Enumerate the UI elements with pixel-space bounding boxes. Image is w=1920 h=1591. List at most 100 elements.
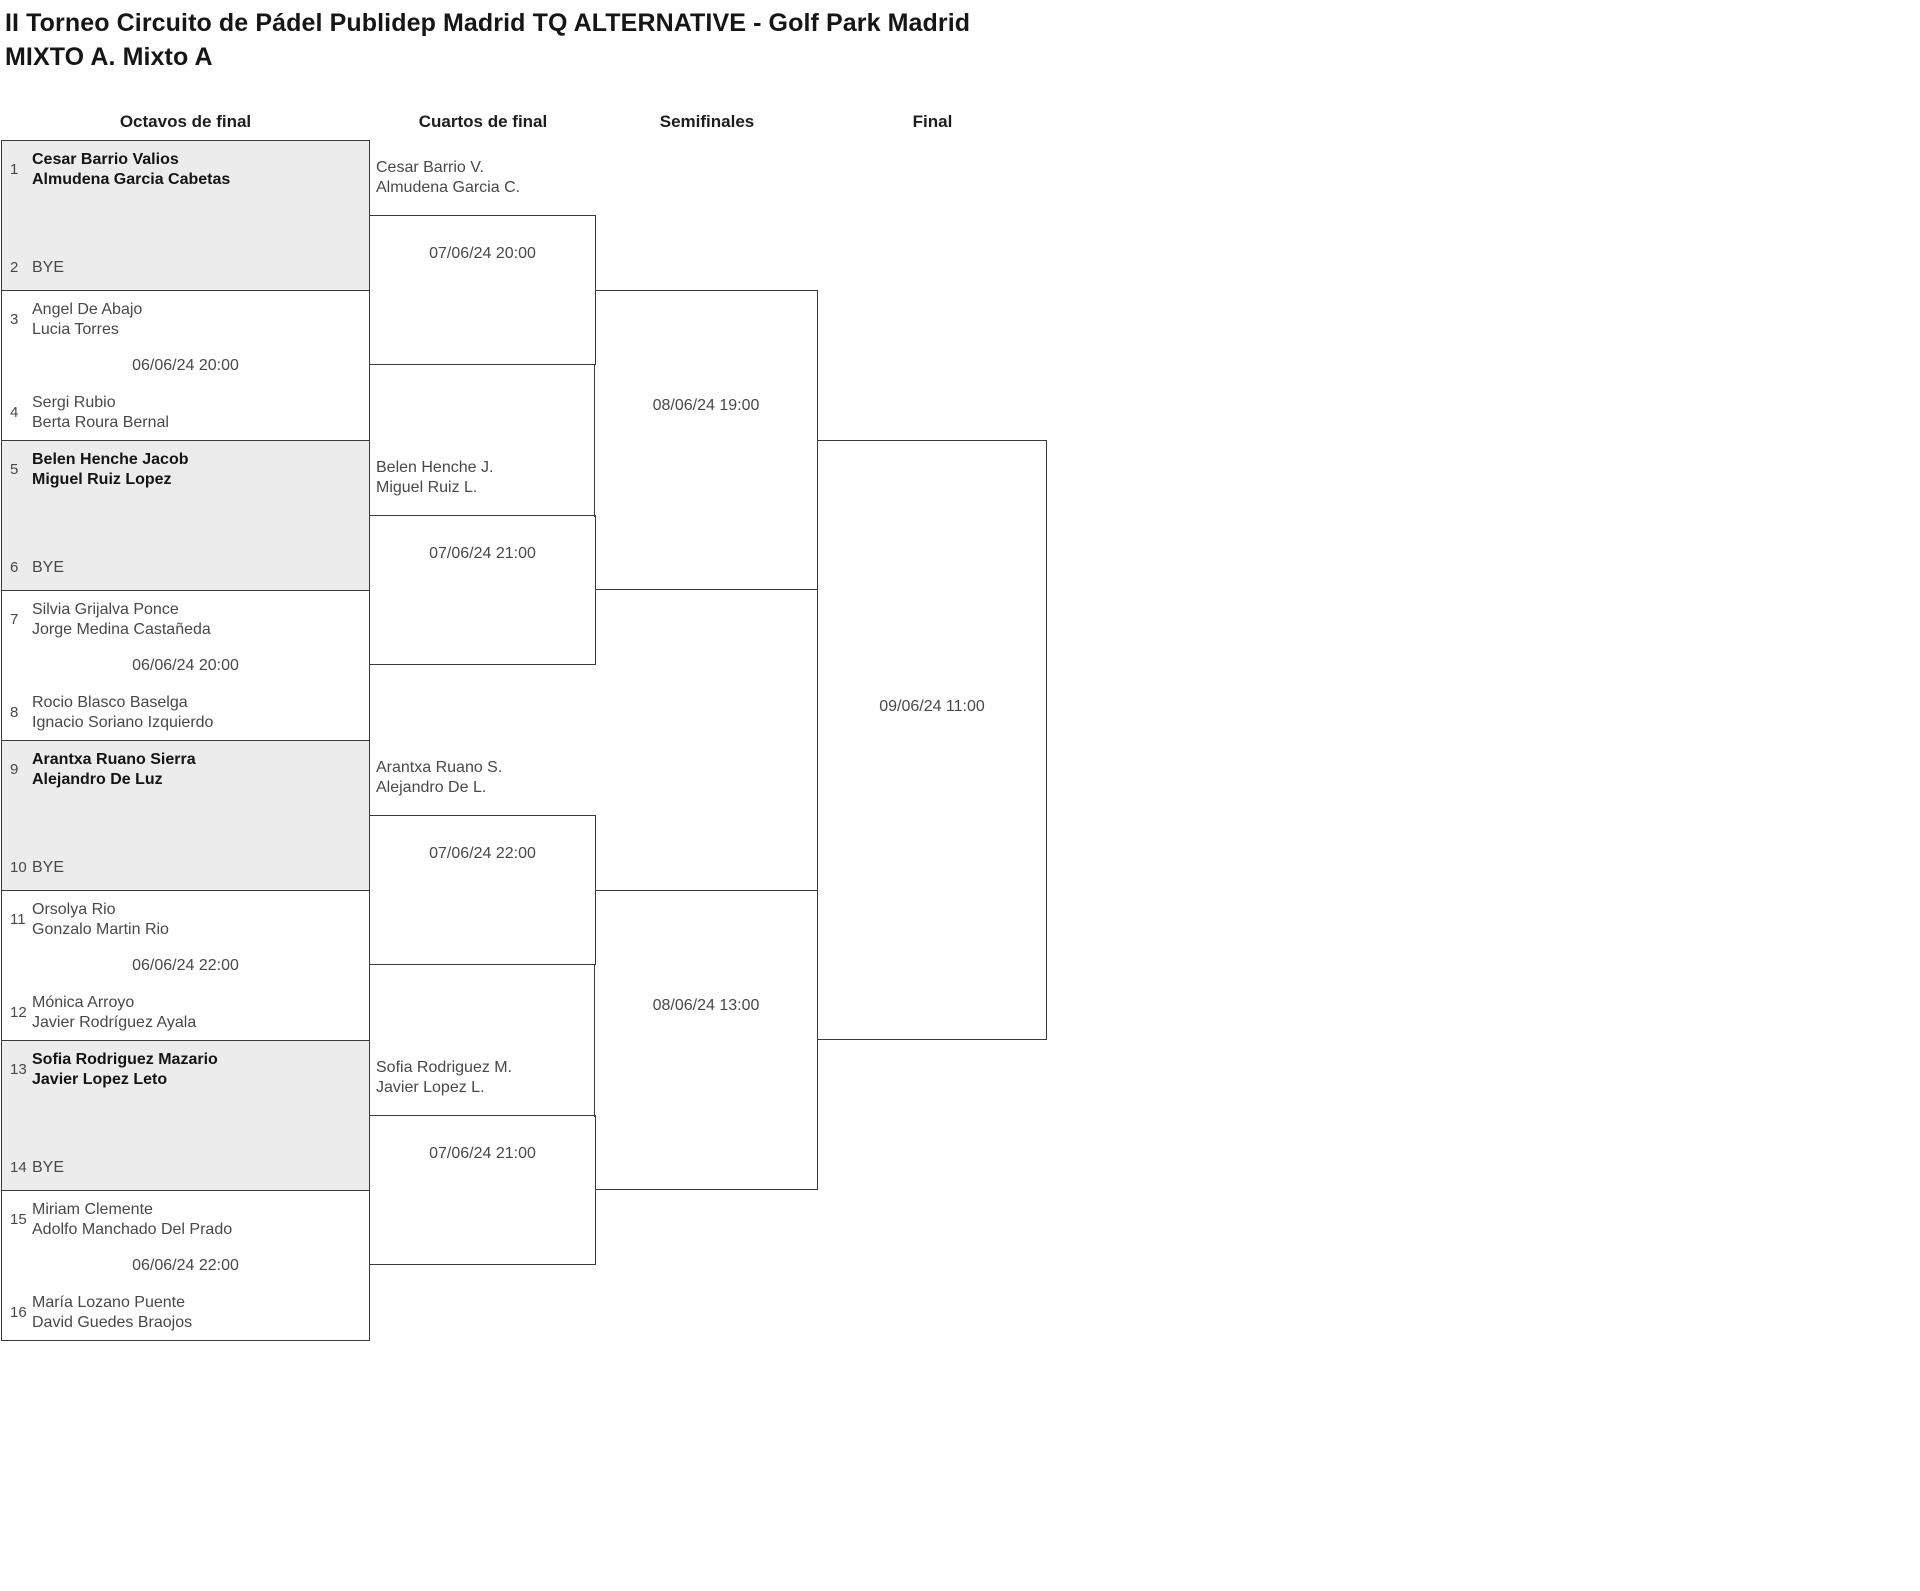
- sf-match-2[interactable]: 08/06/24 13:00: [595, 890, 818, 1190]
- player-name: Orsolya Rio: [32, 901, 116, 918]
- seed-number: 13: [10, 1061, 27, 1078]
- category-name: MIXTO A. Mixto A: [5, 43, 213, 71]
- player-name: Cesar Barrio Valios: [32, 151, 179, 168]
- match-datetime: 07/06/24 20:00: [429, 245, 536, 262]
- round-header-cuartos: Cuartos de final: [418, 112, 548, 131]
- player-name: Javier Lopez Leto: [32, 1070, 168, 1088]
- player-name: Ignacio Soriano Izquierdo: [32, 713, 214, 731]
- bracket-connector-line: [593, 963, 595, 1117]
- team-slot-13: 13 Sofia Rodriguez Mazario Javier Lopez …: [10, 1050, 363, 1089]
- player-name: Miguel Ruiz L.: [376, 478, 478, 496]
- player-name: Cesar Barrio V.: [376, 159, 484, 176]
- player-name: Mónica Arroyo: [32, 994, 135, 1011]
- team-slot-7: 7 Silvia Grijalva Ponce Jorge Medina Cas…: [10, 600, 363, 639]
- bye-label: BYE: [32, 558, 65, 576]
- bye-label: BYE: [32, 1158, 65, 1176]
- match-datetime: 06/06/24 22:00: [132, 956, 239, 974]
- seed-number: 12: [10, 1004, 27, 1021]
- qf1-advancer: Cesar Barrio V. Almudena Garcia C.: [376, 158, 594, 197]
- player-name: Belen Henche J.: [376, 459, 494, 476]
- player-name: Arantxa Ruano S.: [376, 759, 503, 776]
- round-header-semifinales: Semifinales: [659, 112, 755, 131]
- match-datetime: 08/06/24 13:00: [652, 997, 760, 1014]
- player-name: Alejandro De Luz: [32, 770, 163, 788]
- tournament-name: II Torneo Circuito de Pádel Publidep Mad…: [5, 9, 971, 37]
- qf4-advancer: Sofia Rodriguez M. Javier Lopez L.: [376, 1058, 594, 1097]
- player-name: Adolfo Manchado Del Prado: [32, 1220, 233, 1238]
- r16-match-3[interactable]: 5 Belen Henche Jacob Miguel Ruiz Lopez 6…: [1, 440, 370, 590]
- qf-match-2[interactable]: 07/06/24 21:00: [370, 515, 596, 665]
- qf-match-4[interactable]: 07/06/24 21:00: [370, 1115, 596, 1265]
- sf-match-1[interactable]: 08/06/24 19:00: [595, 290, 818, 590]
- player-name: Belen Henche Jacob: [32, 451, 189, 468]
- team-slot-16: 16 María Lozano Puente David Guedes Brao…: [10, 1293, 363, 1332]
- player-name: Javier Lopez L.: [376, 1078, 485, 1096]
- team-slot-6: 6 BYE: [10, 558, 363, 578]
- team-slot-10: 10 BYE: [10, 858, 363, 878]
- seed-number: 8: [10, 704, 19, 721]
- seed-number: 16: [10, 1304, 27, 1321]
- bracket-connector-line: [593, 363, 595, 517]
- player-name: Lucia Torres: [32, 320, 119, 338]
- player-name: David Guedes Braojos: [32, 1313, 193, 1331]
- match-datetime: 06/06/24 20:00: [132, 356, 239, 374]
- seed-number: 14: [10, 1158, 27, 1176]
- team-slot-15: 15 Miriam Clemente Adolfo Manchado Del P…: [10, 1200, 363, 1239]
- seed-number: 9: [10, 761, 19, 778]
- player-name: Sofia Rodriguez M.: [376, 1059, 513, 1076]
- player-name: Jorge Medina Castañeda: [32, 620, 211, 638]
- r16-match-4[interactable]: 7 Silvia Grijalva Ponce Jorge Medina Cas…: [1, 590, 370, 740]
- player-name: María Lozano Puente: [32, 1294, 185, 1311]
- seed-number: 6: [10, 558, 19, 576]
- player-name: Sergi Rubio: [32, 394, 116, 411]
- r16-match-5[interactable]: 9 Arantxa Ruano Sierra Alejandro De Luz …: [1, 740, 370, 890]
- round-header-final: Final: [912, 112, 953, 131]
- team-slot-14: 14 BYE: [10, 1158, 363, 1178]
- team-slot-3: 3 Angel De Abajo Lucia Torres: [10, 300, 363, 339]
- final-match[interactable]: 09/06/24 11:00: [818, 440, 1047, 1040]
- r16-match-2[interactable]: 3 Angel De Abajo Lucia Torres 06/06/24 2…: [1, 290, 370, 440]
- qf3-advancer: Arantxa Ruano S. Alejandro De L.: [376, 758, 594, 797]
- player-name: Silvia Grijalva Ponce: [32, 601, 179, 618]
- seed-number: 5: [10, 461, 19, 478]
- player-name: Miguel Ruiz Lopez: [32, 470, 172, 488]
- match-datetime: 08/06/24 19:00: [652, 397, 760, 414]
- qf-match-1[interactable]: 07/06/24 20:00: [370, 215, 596, 365]
- team-slot-12: 12 Mónica Arroyo Javier Rodríguez Ayala: [10, 993, 363, 1032]
- player-name: Miriam Clemente: [32, 1201, 153, 1218]
- match-datetime: 06/06/24 20:00: [132, 656, 239, 674]
- player-name: Angel De Abajo: [32, 301, 143, 318]
- match-datetime: 07/06/24 22:00: [429, 845, 536, 862]
- team-slot-9: 9 Arantxa Ruano Sierra Alejandro De Luz: [10, 750, 363, 789]
- seed-number: 11: [10, 911, 26, 928]
- seed-number: 1: [10, 161, 19, 178]
- bye-label: BYE: [32, 858, 65, 876]
- player-name: Gonzalo Martin Rio: [32, 920, 169, 938]
- team-slot-1: 1 Cesar Barrio Valios Almudena Garcia Ca…: [10, 150, 363, 189]
- team-slot-4: 4 Sergi Rubio Berta Roura Bernal: [10, 393, 363, 432]
- bye-label: BYE: [32, 258, 65, 276]
- match-datetime: 07/06/24 21:00: [429, 1145, 536, 1162]
- bracket-connector-line: [816, 588, 818, 892]
- r16-match-8[interactable]: 15 Miriam Clemente Adolfo Manchado Del P…: [1, 1190, 370, 1341]
- round-header-octavos: Octavos de final: [119, 112, 252, 131]
- seed-number: 7: [10, 611, 19, 628]
- team-slot-2: 2 BYE: [10, 258, 363, 278]
- r16-match-1[interactable]: 1 Cesar Barrio Valios Almudena Garcia Ca…: [1, 140, 370, 290]
- page-title: II Torneo Circuito de Pádel Publidep Mad…: [5, 6, 970, 74]
- match-datetime: 09/06/24 11:00: [879, 698, 985, 715]
- seed-number: 4: [10, 404, 19, 421]
- player-name: Sofia Rodriguez Mazario: [32, 1051, 218, 1068]
- seed-number: 15: [10, 1211, 27, 1228]
- qf2-advancer: Belen Henche J. Miguel Ruiz L.: [376, 458, 594, 497]
- seed-number: 10: [10, 858, 27, 876]
- r16-match-7[interactable]: 13 Sofia Rodriguez Mazario Javier Lopez …: [1, 1040, 370, 1190]
- team-slot-11: 11 Orsolya Rio Gonzalo Martin Rio: [10, 900, 363, 939]
- player-name: Almudena Garcia Cabetas: [32, 170, 231, 188]
- qf-match-3[interactable]: 07/06/24 22:00: [370, 815, 596, 965]
- player-name: Alejandro De L.: [376, 778, 487, 796]
- seed-number: 2: [10, 258, 19, 276]
- r16-match-6[interactable]: 11 Orsolya Rio Gonzalo Martin Rio 06/06/…: [1, 890, 370, 1040]
- player-name: Almudena Garcia C.: [376, 178, 521, 196]
